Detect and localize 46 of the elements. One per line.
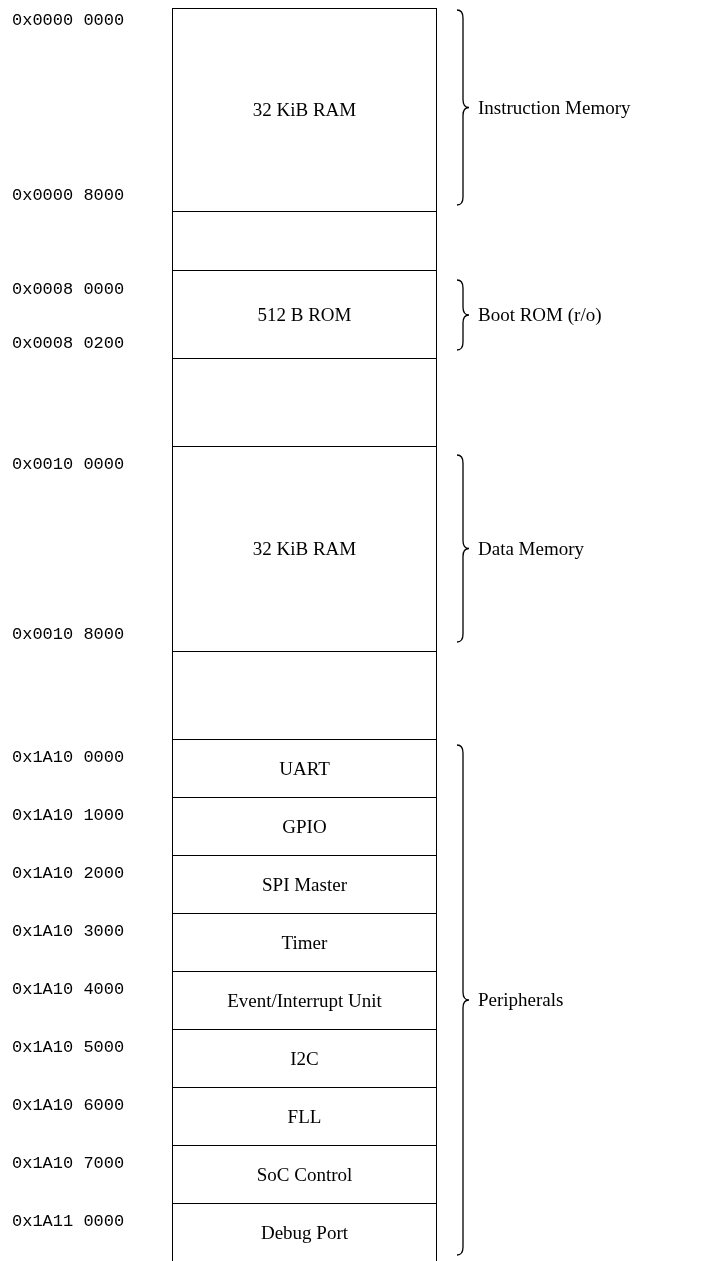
memory-region <box>172 855 437 914</box>
address-label: 0x0010 8000 <box>12 625 125 645</box>
region-name: GPIO <box>282 815 327 838</box>
region-name: 512 B ROM <box>257 303 352 326</box>
region-name: UART <box>279 757 330 780</box>
address-label: 0x1A10 4000 <box>12 980 125 1000</box>
memory-region <box>172 739 437 798</box>
region-name: SoC Control <box>256 1163 353 1186</box>
section-label: Peripherals <box>478 989 564 1011</box>
address-label: 0x0010 0000 <box>12 455 125 475</box>
address-label: 0x0008 0000 <box>12 280 125 300</box>
memory-region <box>172 1087 437 1146</box>
region-name: FLL <box>287 1105 322 1128</box>
memory-region <box>172 1029 437 1088</box>
section-label: Instruction Memory <box>478 96 631 119</box>
address-label: 0x1A10 5000 <box>12 1038 125 1058</box>
section-label: Data Memory <box>478 537 585 560</box>
unmapped-region <box>172 211 437 271</box>
address-label: 0x1A10 0000 <box>12 748 125 768</box>
address-label: 0x0000 8000 <box>12 186 125 206</box>
memory-region <box>172 913 437 972</box>
region-name: 32 KiB RAM <box>252 538 357 560</box>
memory-region <box>172 446 437 652</box>
memory-region <box>172 971 437 1030</box>
region-name: I2C <box>290 1047 319 1070</box>
address-label: 0x1A10 2000 <box>12 864 125 884</box>
address-label: 0x1A11 0000 <box>12 1212 125 1232</box>
section-label: Boot ROM (r/o) <box>478 304 602 326</box>
address-label: 0x1A10 1000 <box>12 806 125 826</box>
memory-region <box>172 1203 437 1261</box>
memory-region <box>172 270 437 359</box>
region-name: SPI Master <box>262 873 347 896</box>
region-name: 32 KiB RAM <box>252 99 357 121</box>
address-label: 0x1A10 3000 <box>12 922 125 942</box>
address-label: 0x1A10 6000 <box>12 1096 125 1116</box>
address-label: 0x1A10 7000 <box>12 1154 125 1174</box>
address-label: 0x0000 0000 <box>12 11 125 31</box>
memory-region <box>172 797 437 856</box>
region-name: Event/Interrupt Unit <box>227 989 382 1012</box>
region-name: Timer <box>281 931 328 954</box>
unmapped-region <box>172 651 437 740</box>
address-label: 0x0008 0200 <box>12 334 125 354</box>
unmapped-region <box>172 358 437 447</box>
region-name: Debug Port <box>260 1221 349 1244</box>
memory-region <box>172 1145 437 1204</box>
memory-region <box>172 8 437 212</box>
